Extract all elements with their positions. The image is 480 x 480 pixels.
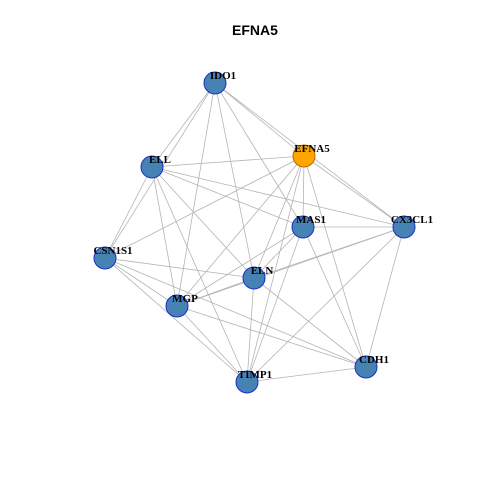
edge-ido1-mas1 [214,82,304,228]
edge-ell-mgp [151,166,178,307]
edge-mas1-cdh1 [302,226,367,368]
edge-efna5-cx3cl1 [303,155,405,228]
edge-csn1s1-cdh1 [104,257,367,368]
edge-eln-cdh1 [253,277,367,368]
node-label-csn1s1: CSN1S1 [93,245,132,257]
edge-csn1s1-mgp [104,257,178,307]
node-label-cx3cl1: CX3CL1 [391,214,433,226]
edge-mas1-eln [253,226,304,279]
node-label-cdh1: CDH1 [359,354,389,366]
node-label-mgp: MGP [172,293,198,305]
node-timp1[interactable] [235,370,259,394]
edge-mas1-mgp [176,226,304,307]
edge-ell-cx3cl1 [151,166,405,228]
node-mas1[interactable] [291,215,315,239]
edge-efna5-ell [151,155,305,168]
edge-ell-timp1 [151,166,248,383]
node-cx3cl1[interactable] [392,215,416,239]
edge-efna5-csn1s1 [104,155,305,259]
edge-efna5-eln [253,155,305,279]
edge-mgp-timp1 [176,305,248,383]
node-efna5[interactable] [292,144,316,168]
node-label-ell: ELL [149,154,171,166]
node-mgp[interactable] [165,294,189,318]
edge-eln-mgp [176,277,255,307]
edge-ido1-efna5 [214,82,305,157]
edge-ell-csn1s1 [104,166,153,259]
node-label-timp1: TIMP1 [238,369,272,381]
edge-ell-mas1 [151,166,304,228]
node-label-mas1: MAS1 [296,214,326,226]
edge-ido1-eln [214,82,255,279]
node-csn1s1[interactable] [93,246,117,270]
edge-efna5-timp1 [246,155,305,383]
nodes-layer [93,71,416,394]
edge-mas1-timp1 [246,226,304,383]
edge-cx3cl1-timp1 [246,226,405,383]
edge-efna5-mgp [176,155,305,307]
node-eln[interactable] [242,266,266,290]
node-ell[interactable] [140,155,164,179]
edge-ell-eln [151,166,255,279]
node-ido1[interactable] [203,71,227,95]
edge-timp1-cdh1 [246,366,367,383]
edge-ido1-ell [151,82,216,168]
node-label-ido1: IDO1 [210,70,236,82]
edges-layer [104,82,405,383]
edge-cx3cl1-eln [253,226,405,279]
node-label-eln: ELN [251,265,274,277]
node-cdh1[interactable] [354,355,378,379]
edge-csn1s1-eln [104,257,255,279]
edge-efna5-mas1 [302,155,305,228]
edge-efna5-cdh1 [303,155,367,368]
edge-mgp-cdh1 [176,305,367,368]
edge-csn1s1-timp1 [104,257,248,383]
node-label-efna5: EFNA5 [294,143,330,155]
edge-ido1-mgp [176,82,216,307]
diagram-title: EFNA5 [232,22,278,38]
edge-cx3cl1-cdh1 [365,226,405,368]
